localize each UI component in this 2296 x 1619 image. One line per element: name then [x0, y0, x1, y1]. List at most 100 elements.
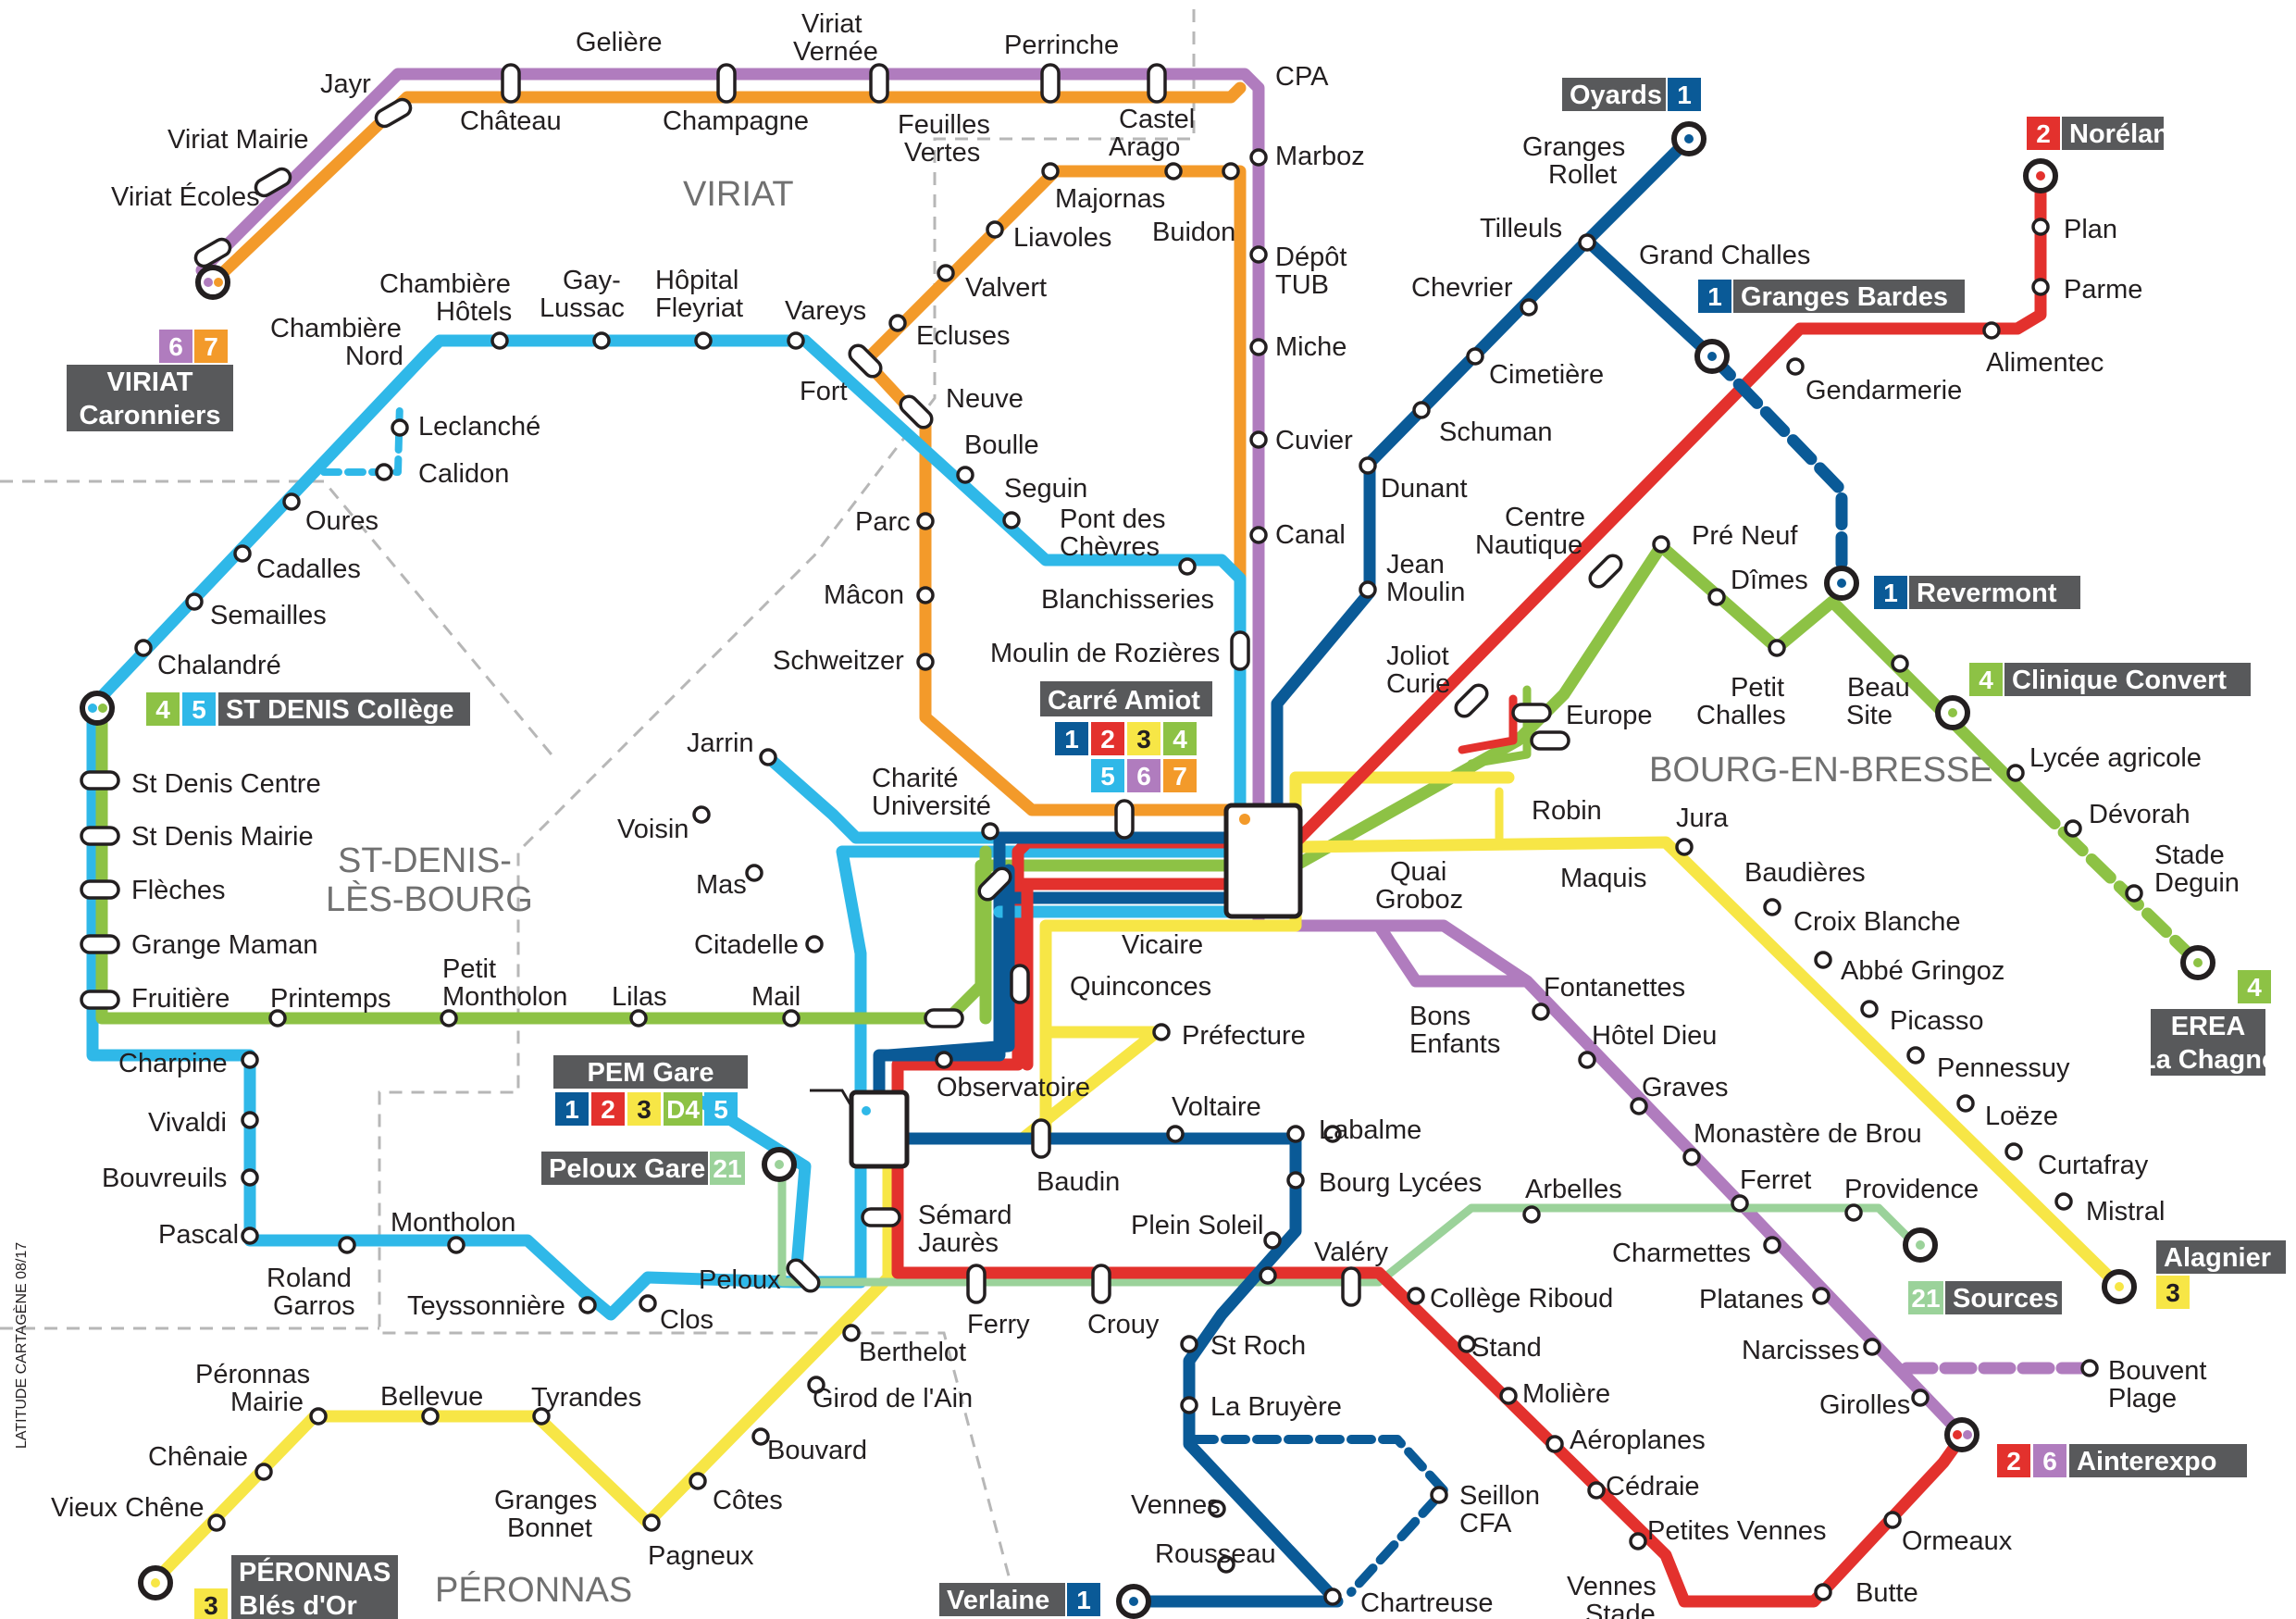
stop-marker[interactable] [916, 512, 935, 530]
stop-marker[interactable] [782, 1009, 800, 1027]
stop-marker[interactable] [937, 264, 955, 282]
transfer-stop-marker[interactable] [869, 63, 889, 104]
transfer-stop-marker[interactable] [80, 879, 120, 900]
stop-marker[interactable] [2054, 1192, 2073, 1211]
stop-marker[interactable] [1263, 1231, 1282, 1250]
transfer-stop-marker[interactable] [1040, 63, 1061, 104]
stop-marker[interactable] [1041, 162, 1060, 181]
stop-marker[interactable] [1532, 1003, 1550, 1021]
transfer-stop-marker[interactable] [1341, 1266, 1361, 1307]
stop-marker[interactable] [1430, 1486, 1448, 1504]
stop-marker[interactable] [1166, 1125, 1185, 1143]
stop-marker[interactable] [1286, 1171, 1305, 1189]
transfer-stop-marker[interactable] [1010, 964, 1030, 1004]
stop-marker[interactable] [1956, 1094, 1975, 1113]
stop-marker[interactable] [241, 1168, 259, 1187]
transfer-stop-marker[interactable] [846, 342, 884, 380]
stop-marker[interactable] [759, 748, 777, 766]
stop-marker[interactable] [1249, 148, 1268, 167]
stop-marker[interactable] [751, 1427, 770, 1446]
stop-marker[interactable] [916, 653, 935, 671]
stop-marker[interactable] [1180, 1335, 1198, 1353]
transfer-stop-marker[interactable] [1114, 799, 1135, 840]
stop-marker[interactable] [2006, 764, 2025, 782]
stop-marker[interactable] [1891, 654, 1909, 673]
stop-marker[interactable] [1002, 511, 1021, 529]
stop-marker[interactable] [1814, 951, 1832, 969]
stop-marker[interactable] [421, 1407, 440, 1426]
stop-marker[interactable] [532, 1407, 551, 1426]
stop-marker[interactable] [1844, 1203, 1863, 1222]
stop-marker[interactable] [1911, 1389, 1930, 1407]
stop-marker[interactable] [1814, 1583, 1832, 1601]
stop-marker[interactable] [1522, 1205, 1541, 1224]
stop-marker[interactable] [1883, 1511, 1902, 1529]
stop-marker[interactable] [935, 1051, 953, 1069]
stop-marker[interactable] [1249, 338, 1268, 356]
stop-marker[interactable] [2125, 884, 2143, 903]
stop-marker[interactable] [916, 586, 935, 604]
stop-marker[interactable] [1675, 838, 1694, 856]
stop-marker[interactable] [233, 544, 252, 563]
stop-marker[interactable] [440, 1009, 458, 1027]
transfer-stop-marker[interactable] [373, 96, 414, 130]
stop-marker[interactable] [1259, 1266, 1277, 1285]
transfer-stop-marker[interactable] [501, 63, 521, 104]
transfer-stop-marker[interactable] [716, 63, 737, 104]
stop-marker[interactable] [1578, 1051, 1596, 1069]
transfer-stop-marker[interactable] [80, 826, 120, 846]
stop-marker[interactable] [338, 1236, 356, 1254]
transfer-stop-marker[interactable] [1230, 630, 1250, 671]
stop-marker[interactable] [694, 331, 713, 350]
stop-marker[interactable] [592, 331, 611, 350]
pem-gare-hub-box[interactable] [849, 1090, 910, 1169]
stop-marker[interactable] [805, 935, 824, 953]
stop-marker[interactable] [1466, 347, 1484, 366]
transfer-stop-marker[interactable] [1586, 552, 1624, 590]
stop-marker[interactable] [1323, 1588, 1342, 1606]
stop-marker[interactable] [1286, 1125, 1305, 1143]
stop-marker[interactable] [1222, 162, 1240, 181]
stop-marker[interactable] [1763, 1236, 1781, 1254]
stop-marker[interactable] [1217, 1555, 1235, 1574]
stop-marker[interactable] [578, 1296, 597, 1314]
transfer-stop-marker[interactable] [1530, 730, 1570, 751]
stop-marker[interactable] [1629, 1532, 1647, 1551]
stop-marker[interactable] [888, 314, 907, 332]
stop-marker[interactable] [1545, 1435, 1564, 1453]
stop-marker[interactable] [1359, 456, 1377, 475]
transfer-stop-marker[interactable] [897, 392, 935, 430]
stop-marker[interactable] [1652, 535, 1670, 554]
stop-marker[interactable] [1208, 1500, 1226, 1518]
stop-marker[interactable] [629, 1009, 648, 1027]
carre-amiot-hub-box[interactable] [1223, 803, 1303, 919]
stop-marker[interactable] [185, 592, 204, 611]
stop-marker[interactable] [1164, 162, 1183, 181]
transfer-stop-marker[interactable] [80, 770, 120, 791]
stop-marker[interactable] [642, 1513, 661, 1532]
stop-marker[interactable] [1860, 1000, 1879, 1018]
stop-marker[interactable] [1180, 1396, 1198, 1414]
stop-marker[interactable] [1863, 1338, 1881, 1356]
stop-marker[interactable] [1359, 580, 1377, 599]
stop-marker[interactable] [2080, 1359, 2099, 1377]
stop-marker[interactable] [692, 805, 711, 824]
stop-marker[interactable] [1731, 1194, 1749, 1213]
stop-marker[interactable] [1249, 430, 1268, 449]
stop-marker[interactable] [986, 220, 1004, 239]
stop-marker[interactable] [1587, 1481, 1606, 1500]
stop-marker[interactable] [1407, 1287, 1425, 1305]
stop-marker[interactable] [490, 331, 509, 350]
stop-marker[interactable] [268, 1009, 287, 1027]
stop-marker[interactable] [309, 1407, 328, 1426]
stop-marker[interactable] [2004, 1142, 2023, 1161]
transfer-stop-marker[interactable] [1511, 703, 1552, 723]
stop-marker[interactable] [1682, 1148, 1701, 1166]
transfer-stop-marker[interactable] [1031, 1118, 1051, 1159]
stop-marker[interactable] [2031, 278, 2050, 296]
transfer-stop-marker[interactable] [80, 934, 120, 954]
stop-marker[interactable] [375, 463, 393, 481]
stop-marker[interactable] [241, 1111, 259, 1129]
stop-marker[interactable] [689, 1472, 707, 1490]
stop-marker[interactable] [981, 822, 999, 841]
